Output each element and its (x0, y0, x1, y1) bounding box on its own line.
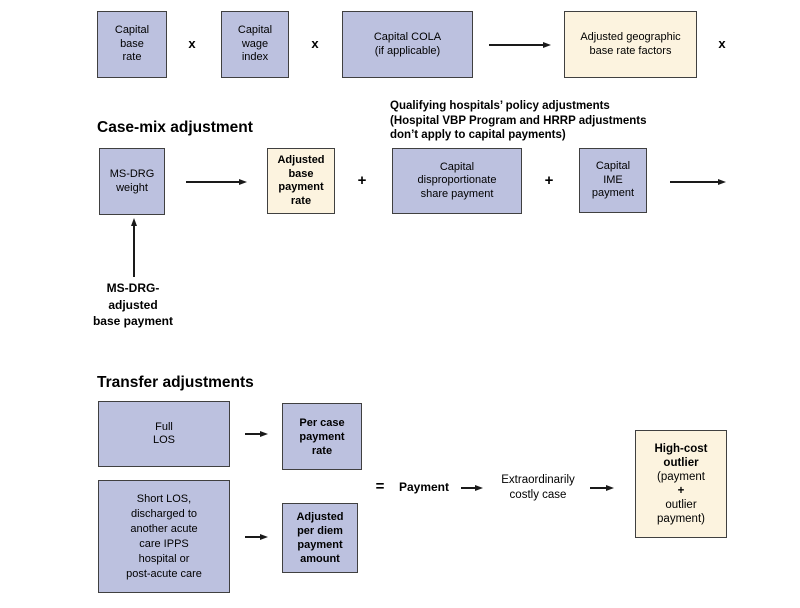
box-capital-wage-index: Capital wage index (221, 11, 289, 78)
outlier-plus-operator: + (677, 485, 685, 497)
box-adjusted-geographic-base-rate-factors: Adjusted geographic base rate factors (564, 11, 697, 78)
equals-operator: = (375, 478, 385, 495)
policy-note: Qualifying hospitals’ policy adjustments… (390, 100, 647, 141)
plus-operator-1: + (357, 172, 367, 189)
arrow-ime-to-transfer (670, 181, 719, 183)
multiply-operator-3: x (718, 36, 726, 51)
arrow-msdrg-adjusted-to-weight (133, 225, 135, 277)
box-per-case-payment-rate: Per case payment rate (282, 403, 362, 470)
box-full-los: Full LOS (98, 401, 230, 467)
arrow-cola-to-geographic (489, 44, 544, 46)
box-capital-base-rate: Capital base rate (97, 11, 167, 78)
transfer-heading: Transfer adjustments (97, 374, 254, 391)
plus-operator-2: + (544, 172, 554, 189)
box-short-los: Short LOS, discharged to another acute c… (98, 480, 230, 593)
box-adjusted-per-diem-payment: Adjusted per diem payment amount (282, 503, 358, 573)
outlier-title: High-cost outlier (654, 443, 708, 469)
costly-case-label: Extraordinarily costly case (501, 474, 575, 501)
arrow-costly-case-to-outlier (590, 487, 607, 489)
outlier-open-paren: (payment (657, 471, 705, 483)
arrow-msdrg-to-adjusted-base (186, 181, 240, 183)
box-adjusted-base-payment-rate: Adjusted base payment rate (267, 148, 335, 214)
multiply-operator-1: x (188, 36, 196, 51)
ms-drg-adjusted-label: MS-DRG- adjusted base payment (92, 281, 174, 328)
box-ms-drg-weight: MS-DRG weight (99, 148, 165, 215)
payment-label: Payment (398, 480, 450, 494)
multiply-operator-2: x (311, 36, 319, 51)
arrow-full-los-to-per-case (245, 433, 261, 435)
box-capital-disproportionate-share: Capital disproportionate share payment (392, 148, 522, 214)
box-capital-ime-payment: Capital IME payment (579, 148, 647, 213)
box-capital-cola: Capital COLA (if applicable) (342, 11, 473, 78)
arrow-payment-to-costly-case (461, 487, 476, 489)
outlier-close-paren: outlier payment) (657, 499, 705, 525)
box-high-cost-outlier: High-cost outlier (payment + outlier pay… (635, 430, 727, 538)
arrow-short-los-to-per-diem (245, 536, 261, 538)
case-mix-heading: Case-mix adjustment (97, 119, 253, 136)
